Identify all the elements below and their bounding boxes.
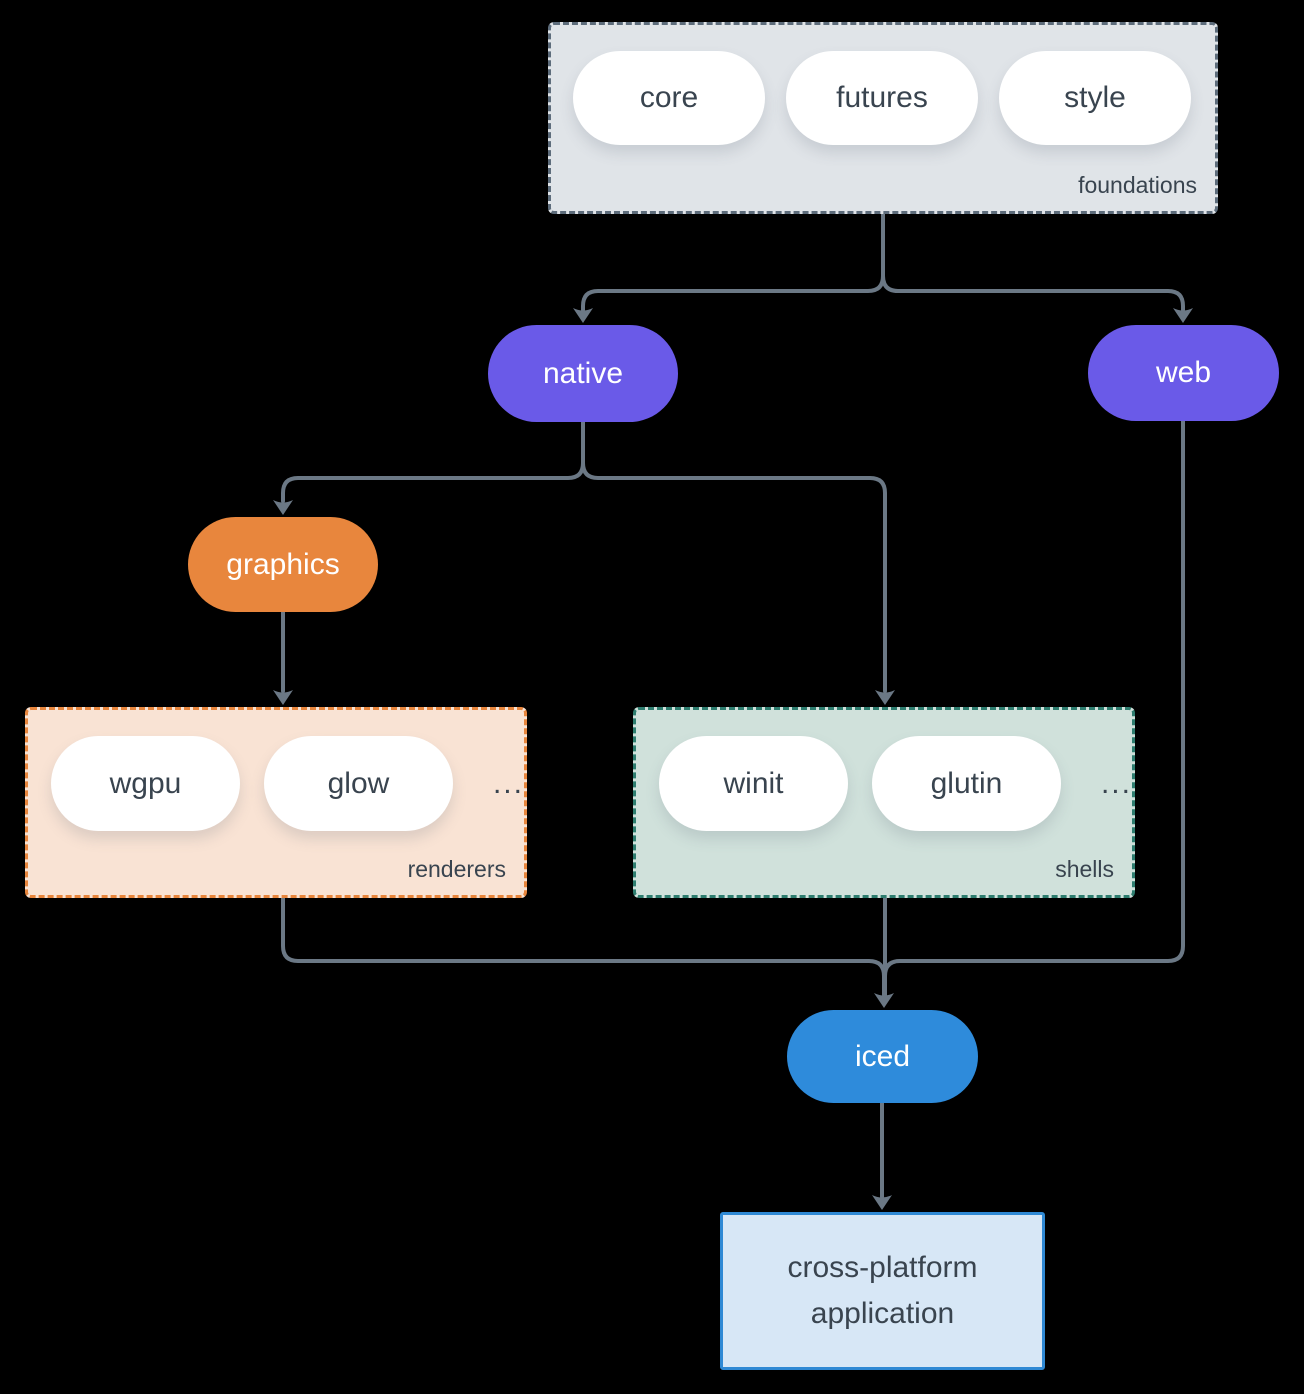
arrowhead	[872, 1195, 892, 1210]
pill-winit: winit	[659, 736, 848, 831]
pill-futures: futures	[786, 51, 978, 145]
edge-foundations-web	[881, 212, 1185, 312]
edge-native-shells	[581, 420, 887, 693]
node-native: native	[488, 325, 678, 422]
shells-pill-row: winit glutin ...	[636, 710, 1132, 831]
arrowhead	[874, 993, 894, 1008]
application-label: cross-platform application	[787, 1251, 978, 1330]
renderers-group: wgpu glow ... renderers	[25, 707, 527, 898]
renderers-ellipsis: ...	[492, 766, 524, 800]
node-web: web	[1088, 325, 1279, 421]
arrowhead	[273, 690, 293, 705]
edge-native-graphics	[281, 420, 585, 503]
pill-style: style	[999, 51, 1191, 145]
pill-glow: glow	[263, 736, 453, 831]
arrowheads	[273, 308, 1193, 1210]
shells-group: winit glutin ... shells	[633, 707, 1135, 898]
arrowhead	[1173, 308, 1193, 323]
edge-foundations-native	[581, 212, 885, 312]
shells-ellipsis: ...	[1100, 766, 1132, 800]
pill-wgpu: wgpu	[51, 736, 240, 831]
renderers-label: renderers	[407, 856, 506, 882]
edge-web-iced	[883, 419, 1185, 997]
pill-core: core	[573, 51, 765, 145]
foundations-group: core futures style foundations	[548, 22, 1218, 214]
arrowhead	[875, 690, 895, 705]
foundations-label: foundations	[1078, 172, 1197, 198]
arrowhead	[573, 308, 593, 323]
node-cross-platform-application: cross-platform application	[720, 1212, 1045, 1370]
shells-label: shells	[1055, 856, 1114, 882]
renderers-pill-row: wgpu glow ...	[28, 710, 524, 831]
node-graphics: graphics	[188, 517, 378, 612]
edge-renderers-iced	[281, 896, 886, 997]
foundations-pill-row: core futures style	[551, 25, 1215, 145]
arrowhead	[273, 500, 293, 515]
pill-glutin: glutin	[871, 736, 1061, 831]
node-iced: iced	[787, 1010, 978, 1103]
